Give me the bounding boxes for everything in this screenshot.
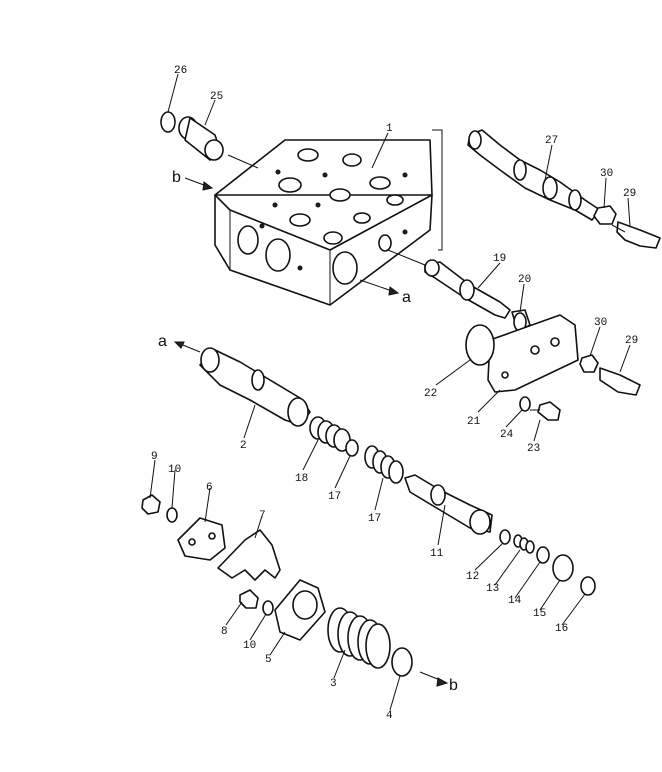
leader-lines: [149, 73, 631, 711]
reference-letters: b a a b: [158, 169, 458, 694]
label-14: 14: [508, 595, 522, 607]
label-9: 9: [151, 451, 158, 463]
label-8: 8: [221, 626, 228, 638]
label-29-upper: 29: [623, 188, 636, 200]
part-12: [499, 529, 511, 545]
label-25: 24: [500, 429, 514, 441]
valve-body-part-1: [214, 139, 433, 306]
ref-letter-b-upper: b: [172, 169, 181, 186]
o-ring-part-23: [465, 324, 495, 366]
label-6: 6: [206, 482, 213, 494]
washer-part-10-upper: [166, 507, 178, 523]
label-16: 16: [555, 623, 568, 635]
label-29-lower: 29: [625, 335, 638, 347]
ring-part-4: [391, 647, 413, 677]
retainer-part-18: [345, 439, 359, 457]
label-30-lower: 30: [594, 317, 607, 329]
part-labels: 26 25 1 27 30 29 19 20 30 29 22 21 24 23…: [151, 65, 638, 722]
label-3: 3: [330, 678, 337, 690]
label-10-upper: 10: [168, 464, 181, 476]
label-26: 25: [210, 91, 223, 103]
snap-ring-part-27: [160, 111, 176, 133]
label-13: 13: [486, 583, 499, 595]
washer-part-25: [519, 396, 531, 412]
spring-part-19: [309, 416, 351, 452]
bolt-part-24: [530, 401, 561, 421]
label-28: 27: [545, 135, 558, 147]
spool-part-20: [424, 259, 511, 319]
bolt-part-9: [141, 494, 161, 515]
ref-letter-a-lower: a: [158, 333, 167, 350]
spring-part-3: [327, 607, 391, 669]
flange-part-5: [274, 579, 326, 641]
label-11: 11: [430, 548, 444, 560]
spring-part-13: [513, 534, 535, 554]
part-14: [536, 546, 550, 564]
ref-letter-b-lower: b: [449, 677, 458, 694]
stem-part-11: [404, 474, 493, 535]
label-18: 17: [328, 491, 341, 503]
lever-part-29-upper: [611, 221, 661, 249]
label-4: 4: [386, 710, 393, 722]
label-24: 23: [527, 443, 540, 455]
nut-part-30-upper: [593, 205, 617, 225]
spool-part-2: [199, 347, 311, 427]
spring-part-17: [364, 445, 404, 484]
arrow-b-upper: [184, 177, 214, 191]
snap-ring-part-16: [580, 576, 596, 596]
bolt-part-8: [239, 589, 259, 609]
spool-part-28: [467, 129, 601, 221]
bracket-part-7: [217, 529, 281, 581]
arrow-a-upper: [359, 279, 400, 296]
label-1: 1: [386, 123, 393, 135]
lever-part-29-lower: [599, 367, 641, 396]
ref-letter-a-upper: a: [402, 289, 411, 306]
label-19: 18: [295, 473, 308, 485]
label-10-lower: 10: [243, 640, 256, 652]
plug-part-26: [178, 116, 224, 161]
arrow-a-lower: [173, 341, 201, 353]
plate-part-6: [177, 517, 226, 561]
label-2: 2: [240, 440, 247, 452]
label-5: 5: [265, 654, 272, 666]
label-20: 19: [493, 253, 506, 265]
label-27: 26: [174, 65, 187, 77]
label-21: 20: [518, 274, 531, 286]
label-12: 12: [466, 571, 479, 583]
arrow-b-lower: [419, 671, 449, 687]
nut-part-30-lower: [579, 354, 599, 373]
label-30-upper: 30: [600, 168, 613, 180]
cover-part-22: [487, 314, 579, 393]
cap-part-15: [552, 554, 574, 582]
label-23: 22: [424, 388, 437, 400]
label-7: 7: [259, 510, 266, 522]
label-15: 15: [533, 608, 546, 620]
washer-part-10-lower: [262, 600, 274, 616]
label-17: 17: [368, 513, 381, 525]
label-22: 21: [467, 416, 481, 428]
